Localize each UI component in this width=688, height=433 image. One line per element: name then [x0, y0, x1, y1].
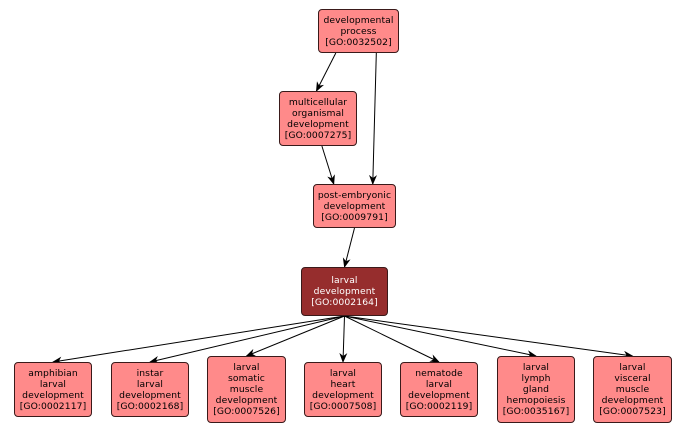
node-label-line: larval: [522, 362, 550, 373]
node-label-line: development: [287, 118, 349, 130]
edge-developmental-process-to-multicellular-organismal-development: [315, 52, 337, 92]
edge-larval-development-to-larval-lymph-gland-hemopoiesis: [344, 315, 537, 359]
node-label-line: hemopoiesis: [506, 395, 566, 406]
node-label-line: muscle: [229, 384, 264, 395]
node-label-line: development: [323, 200, 386, 212]
node-label-line: development: [119, 389, 181, 401]
node-go-id: [GO:0002117]: [19, 400, 87, 412]
node-go-id: [GO:0007275]: [284, 129, 352, 141]
node-label-line: development: [312, 389, 374, 401]
node-label-line: development: [313, 286, 376, 297]
node-label-line: developmental: [323, 14, 394, 26]
edge-larval-development-to-larval-heart-development: [339, 315, 348, 363]
node-label-line: development: [601, 395, 664, 406]
node-label-line: larval: [136, 378, 164, 390]
node-label-line: lymph: [521, 373, 551, 384]
node-go-id: [GO:0032502]: [325, 36, 392, 48]
node-label-line: gland: [522, 384, 550, 395]
node-label-line: larval: [329, 367, 357, 379]
node-label-line: organismal: [292, 107, 344, 119]
node-label-line: development: [215, 395, 278, 406]
node-label-line: development: [408, 389, 470, 401]
node-label-line: post-embryonic: [317, 189, 392, 201]
edge-larval-development-to-instar-larval-development: [149, 315, 345, 364]
edge-larval-development-to-larval-somatic-muscle-development: [245, 315, 345, 357]
node-label-line: amphibian: [28, 367, 78, 379]
node-go-id: [GO:0002119]: [405, 400, 473, 412]
node-go-id: [GO:0007523]: [599, 406, 666, 417]
node-go-id: [GO:0002164]: [311, 297, 378, 308]
node-label-line: development: [22, 389, 84, 401]
node-go-id: [GO:0007526]: [213, 406, 280, 417]
edge-larval-development-to-larval-visceral-muscle-development: [344, 315, 634, 359]
node-label-line: process: [340, 25, 377, 37]
edge-developmental-process-to-post-embryonic-development: [369, 52, 378, 185]
edge-multicellular-organismal-development-to-post-embryonic-development: [321, 145, 335, 185]
node-label-line: larval: [331, 275, 358, 286]
node-go-id: [GO:0007508]: [309, 400, 377, 412]
node-go-id: [GO:0009791]: [321, 211, 388, 223]
edge-larval-development-to-amphibian-larval-development: [52, 315, 345, 365]
node-label-line: visceral: [614, 373, 651, 384]
edge-post-embryonic-development-to-larval-development: [342, 227, 355, 268]
node-label-line: muscle: [615, 384, 650, 395]
edge-larval-development-to-nematode-larval-development: [344, 315, 440, 363]
node-label-line: larval: [425, 378, 453, 390]
node-label-line: nematode: [415, 367, 463, 379]
node-go-id: [GO:0002168]: [116, 400, 184, 412]
node-label-line: instar: [136, 367, 164, 379]
node-label-line: somatic: [228, 373, 265, 384]
node-label-line: larval: [233, 362, 260, 373]
node-label-line: multicellular: [288, 96, 348, 108]
node-label-line: larval: [39, 378, 67, 390]
node-label-line: heart: [330, 378, 356, 390]
node-label-line: larval: [619, 362, 646, 373]
node-go-id: [GO:0035167]: [502, 406, 570, 417]
